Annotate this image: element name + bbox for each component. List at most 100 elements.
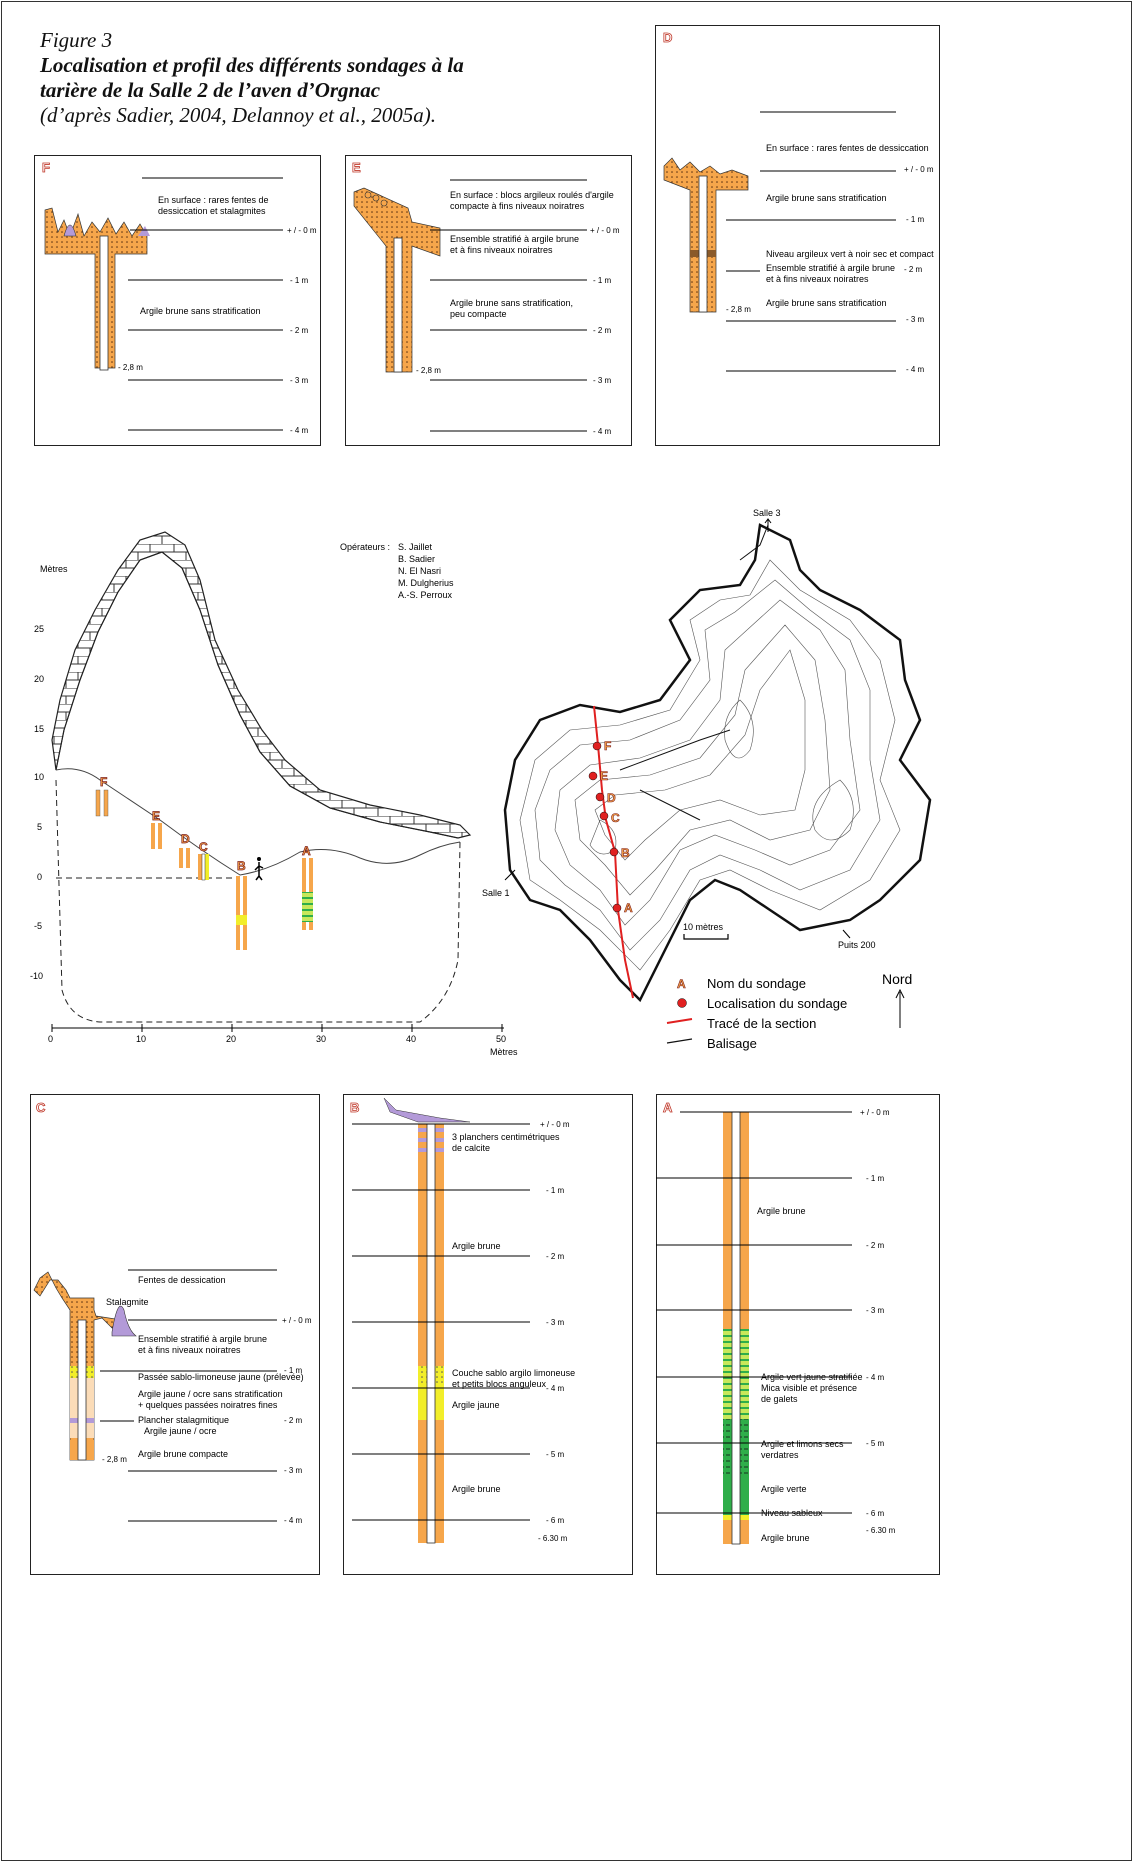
profile-F-surface (44, 207, 148, 369)
x-tick-40: 40 (406, 1034, 416, 1044)
depth-B-2: - 2 m (546, 1252, 565, 1261)
borehole-E (393, 237, 403, 373)
label-A-3: Mica visible et présence (761, 1383, 857, 1393)
depth-F-3: - 3 m (290, 376, 309, 385)
depth-B-6: - 6 m (546, 1516, 565, 1525)
borehole-B (426, 1123, 436, 1544)
operator-1: S. Jaillet (398, 542, 433, 552)
bottom-C: - 2,8 m (102, 1455, 127, 1464)
depth-B-1: - 1 m (546, 1186, 565, 1195)
map-label-D: D (607, 791, 616, 805)
label-A-8: Niveau sableux (761, 1508, 823, 1518)
legend-section: Tracé de la section (707, 1016, 816, 1031)
person-icon (254, 862, 264, 881)
label-F-2: dessiccation et stalagmites (158, 206, 266, 216)
depth-E-0: + / - 0 m (590, 226, 620, 235)
depth-A-6: - 6 m (866, 1509, 885, 1518)
label-A-2: Argile vert jaune stratifiée (761, 1372, 863, 1382)
borehole-F (99, 235, 109, 371)
legend-balisage-icon (666, 1038, 693, 1044)
map-point-B (609, 847, 619, 857)
map-puits: Puits 200 (838, 940, 876, 950)
profile-letter-E: E (152, 809, 160, 823)
label-B-4: Couche sablo argilo limoneuse (452, 1368, 575, 1378)
label-D-2: Argile brune sans stratification (766, 193, 887, 203)
label-B-2: de calcite (452, 1143, 490, 1153)
legend-section-icon (666, 1018, 693, 1024)
profile-letter-D: D (181, 832, 190, 846)
map-contours (519, 559, 901, 971)
puits-arrow-icon (842, 929, 851, 939)
map-point-D (595, 792, 605, 802)
label-A-9: Argile brune (761, 1533, 810, 1543)
label-A-7: Argile verte (761, 1484, 807, 1494)
profile-borehole-B (236, 876, 247, 950)
label-C-2: Stalagmite (106, 1297, 149, 1307)
profile-y-title: Mètres (40, 564, 68, 574)
label-A-5: Argile et limons secs (761, 1439, 844, 1449)
depth-F-0: + / - 0 m (287, 226, 317, 235)
panel-letter-C: C (36, 1100, 46, 1115)
profile-letter-A: A (302, 844, 311, 858)
balisage-path (619, 524, 769, 821)
log-C: C Fentes de dessication Stalagmite Ensem… (33, 1100, 312, 1525)
depth-D-0: + / - 0 m (904, 165, 934, 174)
depth-B-3: - 3 m (546, 1318, 565, 1327)
figure-title: Localisation et profil des différents so… (40, 53, 464, 102)
depth-B-5: - 5 m (546, 1450, 565, 1459)
panel-letter-F: F (42, 160, 50, 175)
label-D-1: En surface : rares fentes de dessiccatio… (766, 143, 929, 153)
label-D-4: Ensemble stratifié à argile brune (766, 263, 895, 273)
profile-borehole-D (179, 848, 190, 868)
borehole-A (731, 1111, 741, 1545)
operator-5: A.-S. Perroux (398, 590, 453, 600)
x-tick-0: 0 (48, 1034, 53, 1044)
map-salle1: Salle 1 (482, 888, 510, 898)
bottom-D: - 2,8 m (726, 305, 751, 314)
panel-F (34, 155, 321, 446)
stalagmite-F (63, 224, 77, 237)
scale-bar (683, 934, 729, 940)
depth-E-1: - 1 m (593, 276, 612, 285)
y-tick-0: 0 (37, 872, 42, 882)
y-tick-m5: -5 (34, 921, 42, 931)
legend-loc: Localisation du sondage (707, 996, 847, 1011)
label-B-6: Argile jaune (452, 1400, 500, 1410)
label-A-4: de galets (761, 1394, 798, 1404)
map-label-A: A (624, 901, 633, 915)
label-C-4: et à fins niveaux noiratres (138, 1345, 241, 1355)
north-label: Nord (882, 971, 912, 987)
y-tick-20: 20 (34, 674, 44, 684)
label-B-1: 3 planchers centimétriques (452, 1132, 560, 1142)
label-C-8: Plancher stalagmitique (138, 1415, 229, 1425)
label-D-6: Argile brune sans stratification (766, 298, 887, 308)
panel-letter-A: A (663, 1100, 673, 1115)
label-C-3: Ensemble stratifié à argile brune (138, 1334, 267, 1344)
depth-C-0: + / - 0 m (282, 1316, 312, 1325)
label-B-5: et petits blocs anguleux (452, 1379, 547, 1389)
section-line (593, 705, 634, 999)
cave-base-outline (55, 779, 461, 1023)
depth-C-2: - 2 m (284, 1416, 303, 1425)
bottom-F: - 2,8 m (118, 363, 143, 372)
log-F: F En surface : rares fentes de dessiccat… (42, 160, 317, 435)
map-label-F: F (604, 739, 611, 753)
map-point-F (592, 741, 602, 751)
label-E-6: peu compacte (450, 309, 507, 319)
profile-x-title: Mètres (490, 1047, 518, 1057)
label-E-5: Argile brune sans stratification, (450, 298, 573, 308)
label-E-3: Ensemble stratifié à argile brune (450, 234, 579, 244)
log-B: B 3 planchers centimétriques de calcite … (350, 1097, 575, 1544)
depth-F-4: - 4 m (290, 426, 309, 435)
label-F-1: En surface : rares fentes de (158, 195, 269, 205)
panel-E (345, 155, 632, 446)
map-label-B: B (621, 846, 630, 860)
north-arrow-icon (895, 988, 905, 1028)
depth-A-3: - 3 m (866, 1306, 885, 1315)
profile-borehole-E (151, 823, 162, 849)
map-point-E (588, 771, 598, 781)
panel-B (343, 1094, 633, 1575)
map-scale-label: 10 mètres (683, 922, 724, 932)
